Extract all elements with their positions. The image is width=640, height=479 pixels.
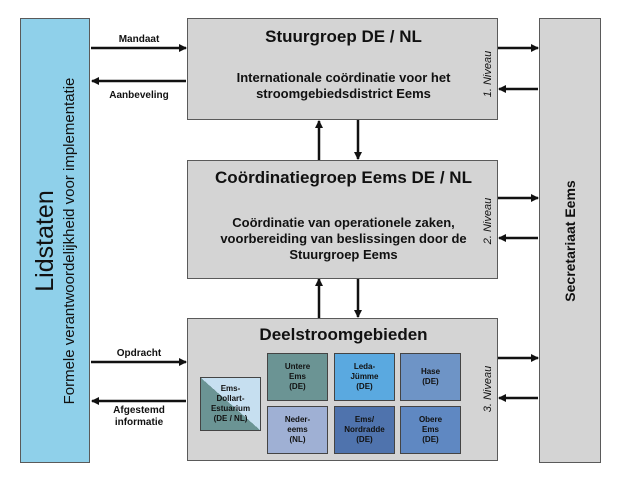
subarea-label-line: Obere [418, 415, 443, 424]
subarea-label: Hase(DE) [421, 367, 440, 387]
deelstroomgebieden-title: Deelstroomgebieden [259, 325, 428, 344]
stuurgroep-desc-line2: stroomgebiedsdistrict Eems [256, 86, 431, 101]
subarea-label-line: Hase [420, 367, 441, 376]
deelstroomgebieden-niveau: 3. Niveau [482, 365, 494, 413]
estuarium-line-2: Dollart- [216, 394, 245, 403]
stuurgroep-desc-line1: Internationale coördinatie voor het [236, 70, 451, 85]
subarea-label: Leda-Jümme(DE) [350, 362, 378, 392]
subarea-nedereems: Neder-eems(NL) [267, 406, 328, 454]
secretariaat-label: Secretariaat Eems [562, 179, 578, 302]
afgestemd-label: Afgestemd informatie [92, 405, 186, 429]
coordinatiegroep-desc-line2: voorbereiding van beslissingen door de [220, 231, 467, 246]
coordinatiegroep-niveau: 2. Niveau [482, 197, 494, 245]
subarea-label-line: (DE) [356, 382, 373, 391]
deelstroomgebieden-niveau-wrap: 3. Niveau [479, 349, 497, 429]
subarea-hase: Hase(DE) [400, 353, 461, 401]
subarea-label-line: eems [287, 425, 308, 434]
subarea-label-line: Untere [284, 362, 311, 371]
estuarium-line-3: Estuarium [210, 404, 251, 413]
subarea-label-line: (DE) [289, 382, 306, 391]
subarea-label-line: Nordradde [344, 425, 385, 434]
subarea-label-line: Leda- [353, 362, 376, 371]
secretariaat-box: Secretariaat Eems [539, 18, 601, 463]
subarea-leda-jumme: Leda-Jümme(DE) [334, 353, 395, 401]
subarea-label-line: Jümme [350, 372, 379, 381]
coordinatiegroep-desc-line3: Stuurgroep Eems [289, 247, 398, 262]
afgestemd-line-2: informatie [114, 417, 164, 428]
coordinatiegroep-niveau-wrap: 2. Niveau [479, 181, 497, 261]
lidstaten-subtitle: Formele verantwoordelijkheid voor implem… [61, 77, 78, 404]
stuurgroep-niveau: 1. Niveau [482, 50, 494, 98]
coordinatiegroep-desc-line1: Coördinatie van operationele zaken, [232, 215, 455, 230]
subarea-label-line: (DE) [422, 435, 439, 444]
subarea-label-line: Ems/ [354, 415, 375, 424]
subarea-label-line: (DE) [356, 435, 373, 444]
subarea-label-line: (DE) [422, 377, 439, 386]
subarea-ems-nordradde: Ems/Nordradde(DE) [334, 406, 395, 454]
coordinatiegroep-box: Coördinatiegroep Eems DE / NL Coördinati… [187, 160, 498, 279]
lidstaten-box: Lidstaten Formele verantwoordelijkheid v… [20, 18, 90, 463]
stuurgroep-box: Stuurgroep DE / NL Internationale coördi… [187, 18, 498, 120]
mandaat-label: Mandaat [118, 34, 160, 45]
subarea-label-line: (NL) [289, 435, 306, 444]
afgestemd-line-1: Afgestemd [113, 405, 165, 416]
subarea-label: Ems/Nordradde(DE) [344, 415, 384, 445]
estuarium-line-4: (DE / NL) [213, 414, 248, 423]
lidstaten-text: Lidstaten Formele verantwoordelijkheid v… [30, 21, 80, 461]
subarea-label-line: Ems [289, 372, 306, 381]
coordinatiegroep-title: Coördinatiegroep Eems DE / NL [215, 168, 472, 187]
aanbeveling-label: Aanbeveling [109, 90, 169, 101]
opdracht-label: Opdracht [116, 348, 162, 359]
subarea-ems-dollart-estuarium: Ems- Dollart- Estuarium (DE / NL) [200, 377, 261, 431]
deelstroomgebieden-box: Deelstroomgebieden 3. Niveau Ems- Dollar… [187, 318, 498, 461]
subarea-label: Neder-eems(NL) [285, 415, 310, 445]
stuurgroep-niveau-wrap: 1. Niveau [479, 34, 497, 114]
subarea-label-line: Ems [422, 425, 439, 434]
estuarium-line-1: Ems- [220, 384, 241, 393]
stuurgroep-title: Stuurgroep DE / NL [265, 27, 422, 46]
subarea-label-line: Neder- [284, 415, 311, 424]
estuarium-label: Ems- Dollart- Estuarium (DE / NL) [211, 384, 250, 424]
lidstaten-title: Lidstaten [31, 189, 59, 292]
